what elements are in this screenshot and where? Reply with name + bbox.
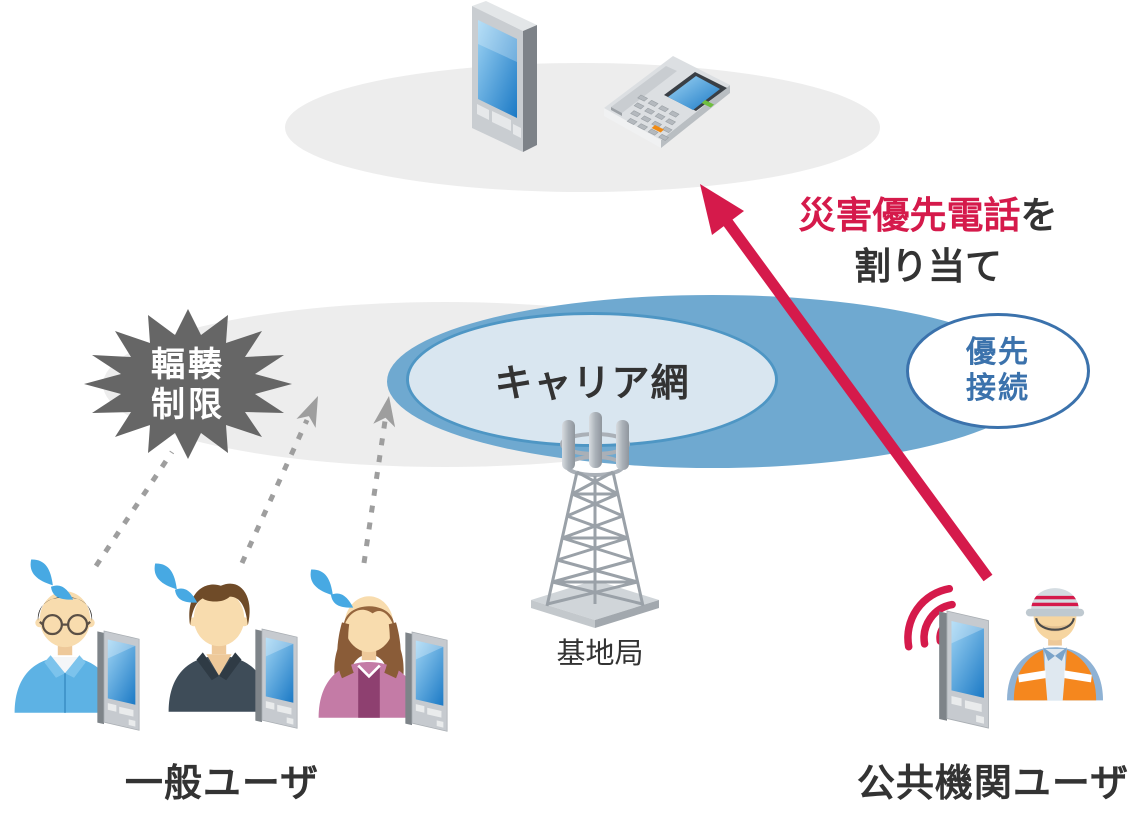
- carrier-network-label: キャリア網: [494, 361, 690, 405]
- worker-helmet-icon: [1007, 588, 1103, 701]
- base-station-label: 基地局: [556, 636, 644, 670]
- mobile-phone-icon: [938, 608, 990, 731]
- assigned-devices-ellipse: [285, 63, 880, 192]
- desk-phone-icon: [604, 56, 730, 148]
- assign-priority-phone-label: 災害優先電話を 割り当て: [768, 190, 1088, 292]
- user-male-icon: [168, 583, 270, 712]
- assign-label-line2: 割り当て: [854, 245, 1002, 289]
- assign-label-highlight: 災害優先電話: [798, 194, 1021, 237]
- assign-label-suffix: を: [1020, 194, 1058, 237]
- public-users-label: 公共機関ユーザ: [856, 761, 1130, 805]
- base-station-tower-icon: [531, 412, 659, 628]
- congestion-restriction-label: 輻輳 制限: [151, 344, 225, 425]
- priority-connection-ellipse: 優先 接続: [906, 313, 1090, 429]
- user-female-icon: [318, 596, 420, 718]
- wifi-signal-icon: [904, 584, 959, 651]
- priority-arrowhead-icon: [700, 184, 744, 235]
- general-users-label: 一般ユーザ: [124, 761, 320, 805]
- smartphone-icon: [472, 1, 537, 152]
- user-male-glasses-icon: [14, 591, 116, 713]
